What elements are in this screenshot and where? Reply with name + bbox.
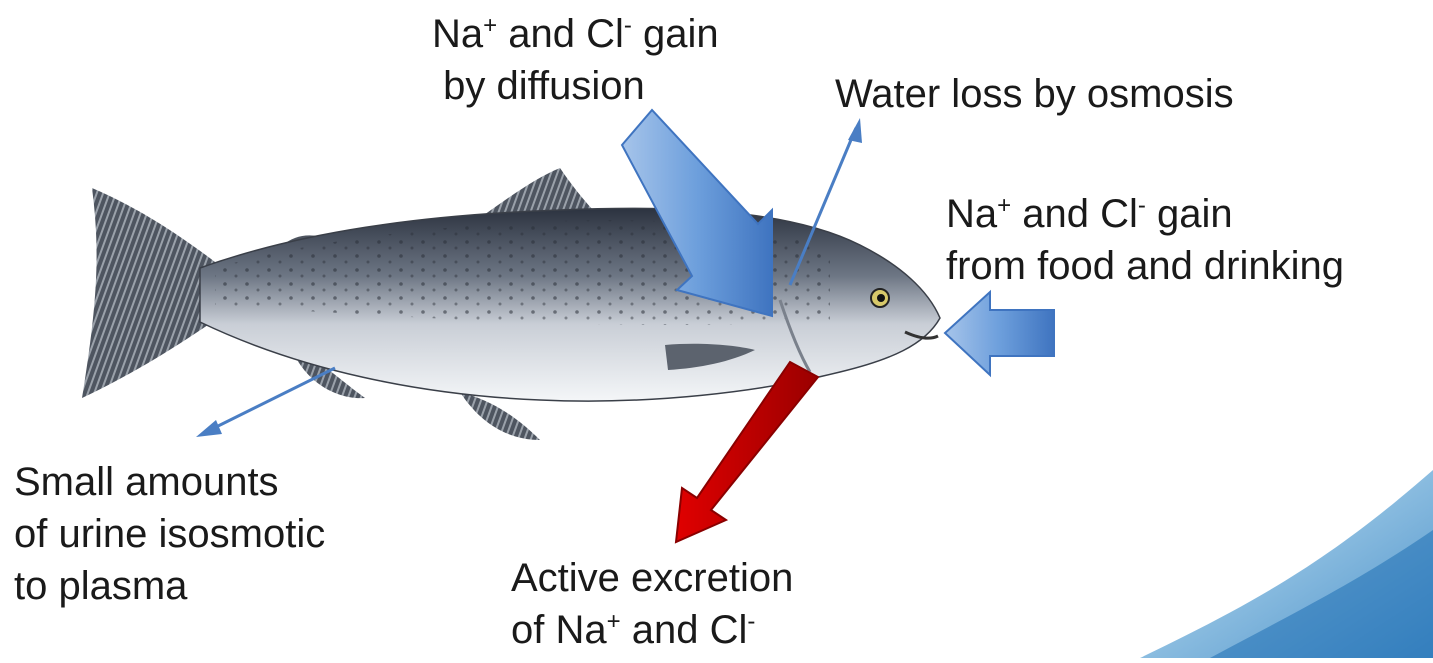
label-active-excretion: Active excretion of Na+ and Cl- (511, 552, 793, 656)
label-gain-by-diffusion: Na+ and Cl- gain by diffusion (432, 8, 719, 112)
urine-arrow (196, 368, 335, 437)
label-water-loss: Water loss by osmosis (835, 68, 1234, 120)
food-drinking-arrow (945, 292, 1054, 375)
label-urine: Small amounts of urine isosmotic to plas… (14, 456, 325, 612)
salmon-illustration (82, 168, 940, 440)
water-wave-decoration (1140, 470, 1433, 658)
label-gain-from-food: Na+ and Cl- gain from food and drinking (946, 188, 1344, 292)
